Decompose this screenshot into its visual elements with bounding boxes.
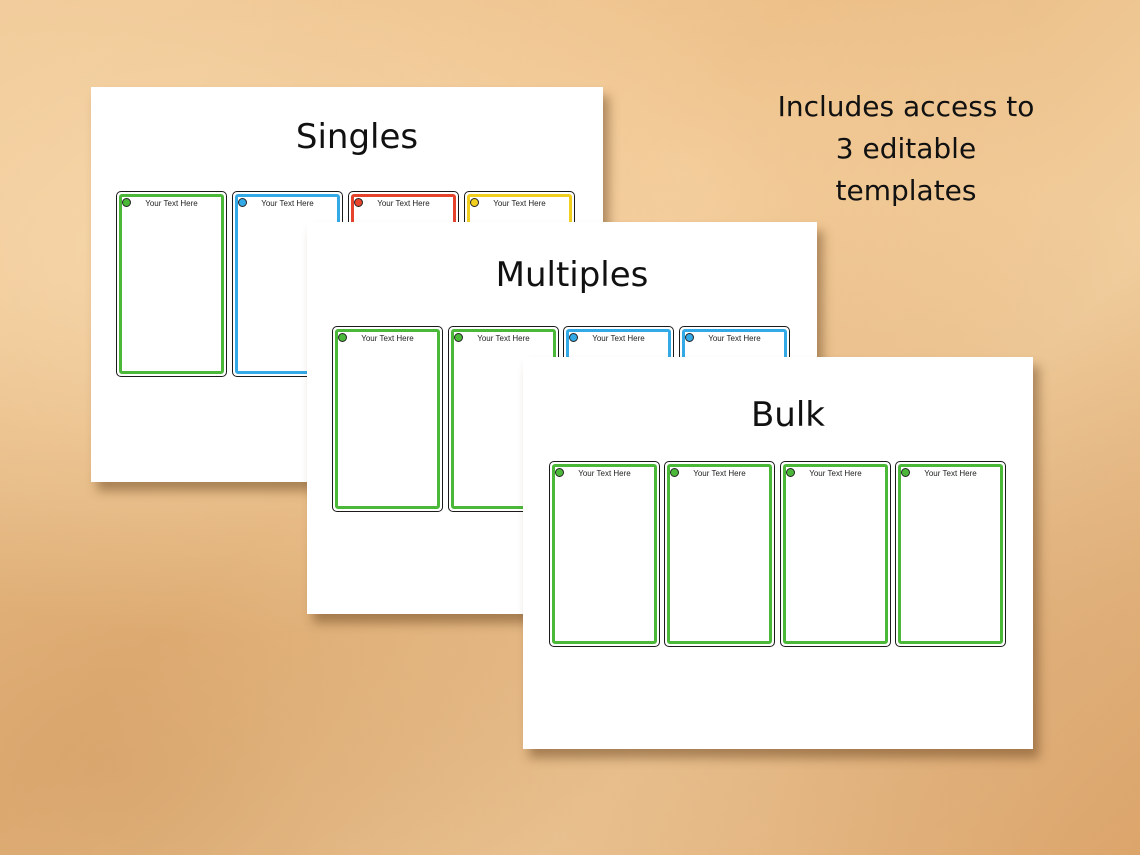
tagline-line-2: 3 editable — [835, 132, 977, 165]
sheet-title-multiples: Multiples — [495, 255, 649, 295]
card-dot-icon — [122, 198, 131, 207]
card-dot-icon — [354, 198, 363, 207]
card-dot-icon — [685, 333, 694, 342]
card-dot-icon — [338, 333, 347, 342]
card-dot-icon — [555, 468, 564, 477]
card-template: Your Text Here — [780, 461, 891, 647]
card-template: Your Text Here — [895, 461, 1006, 647]
card-label: Your Text Here — [924, 469, 977, 478]
sheet-title-bulk: Bulk — [750, 395, 825, 435]
card-template: Your Text Here — [332, 326, 443, 512]
card-label: Your Text Here — [477, 334, 530, 343]
card-dot-icon — [454, 333, 463, 342]
card-template: Your Text Here — [116, 191, 227, 377]
card-label: Your Text Here — [693, 469, 746, 478]
sheet-title-singles: Singles — [295, 117, 419, 157]
card-label: Your Text Here — [578, 469, 631, 478]
card-dot-icon — [470, 198, 479, 207]
card-label: Your Text Here — [592, 334, 645, 343]
card-dot-icon — [238, 198, 247, 207]
tagline-line-1: Includes access to — [777, 90, 1035, 123]
card-label: Your Text Here — [809, 469, 862, 478]
tagline-line-3: templates — [835, 174, 977, 207]
card-dot-icon — [670, 468, 679, 477]
card-label: Your Text Here — [145, 199, 198, 208]
card-label: Your Text Here — [361, 334, 414, 343]
card-template: Your Text Here — [549, 461, 660, 647]
bulk-template-sheet: Bulk Your Text Here Your Text Here Your … — [523, 357, 1033, 749]
card-dot-icon — [569, 333, 578, 342]
tagline: Includes access to 3 editable templates — [755, 86, 1057, 212]
card-label: Your Text Here — [493, 199, 546, 208]
card-template: Your Text Here — [664, 461, 775, 647]
card-label: Your Text Here — [377, 199, 430, 208]
card-label: Your Text Here — [261, 199, 314, 208]
card-dot-icon — [786, 468, 795, 477]
card-label: Your Text Here — [708, 334, 761, 343]
card-dot-icon — [901, 468, 910, 477]
